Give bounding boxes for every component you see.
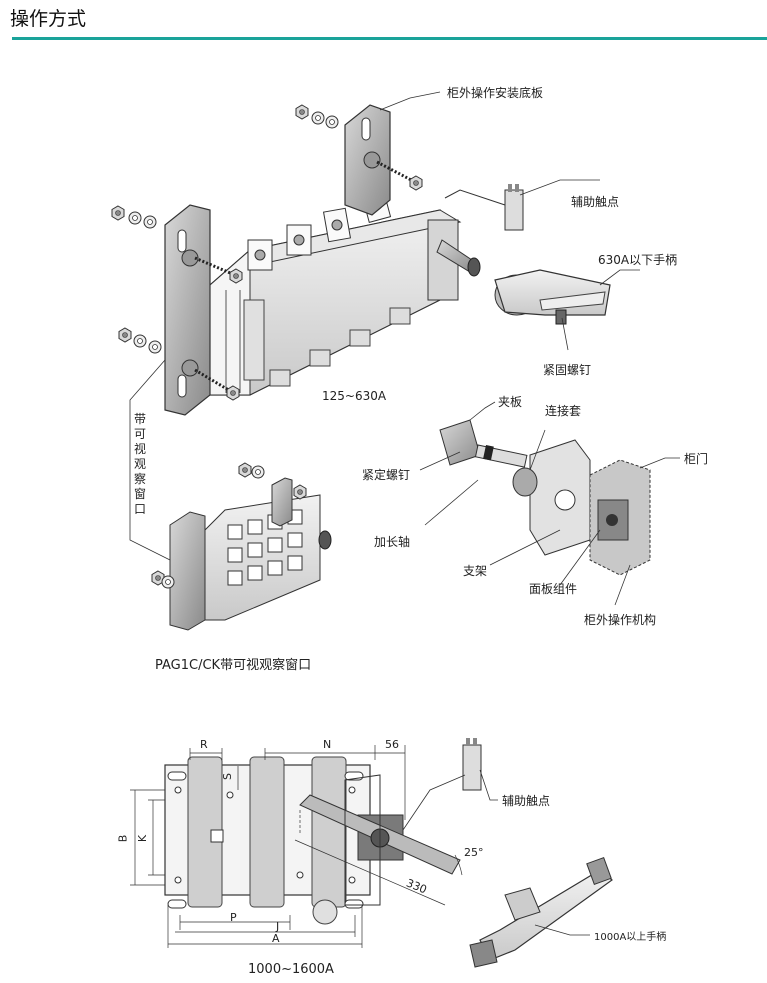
top-mounting-plate	[344, 104, 416, 216]
caption-figure1: PAG1C/CK带可视观察窗口	[155, 658, 312, 673]
label-handle-1000: 1000A以上手柄	[594, 932, 667, 943]
leaders-1b	[419, 401, 680, 606]
label-external-mechanism: 柜外操作机构	[584, 613, 657, 627]
label-rating: 125~630A	[322, 389, 387, 403]
aux-contact-1	[444, 184, 524, 231]
connector-line	[129, 359, 171, 561]
dim-k: K	[136, 834, 150, 843]
label-set-screw: 紧定螺钉	[362, 468, 411, 482]
cabinet-door	[589, 459, 651, 576]
dim-a: A	[272, 932, 280, 945]
switch-body-630	[209, 187, 481, 396]
label-aux-contact: 辅助触点	[571, 195, 620, 209]
label-coupling: 连接套	[545, 404, 582, 418]
dim-s: S	[220, 773, 234, 780]
label-aux-contact-2: 辅助触点	[502, 794, 551, 808]
dim-p: P	[230, 911, 237, 924]
label-fixing-screw: 紧固螺钉	[543, 363, 592, 377]
caption-figure2: 1000~1600A	[248, 962, 334, 977]
label-clamp: 夹板	[498, 395, 523, 409]
switch-front-1600	[164, 756, 461, 925]
label-mounting-plate: 柜外操作安装底板	[447, 86, 544, 100]
title-divider	[12, 37, 767, 40]
handle-630	[494, 269, 611, 325]
aux-contact-2	[402, 738, 498, 831]
label-extension-shaft: 加长轴	[374, 535, 411, 549]
label-panel-assembly: 面板组件	[529, 582, 578, 596]
label-window-vertical: 带可视观察窗口	[133, 412, 146, 516]
dim-b: B	[116, 834, 130, 843]
dim-angle: 25°	[464, 846, 484, 859]
dimension-lines	[130, 745, 463, 948]
dim-j: J	[276, 920, 280, 933]
dim-56: 56	[385, 738, 399, 751]
label-handle-630: 630A以下手柄	[598, 253, 678, 267]
handle-1000	[469, 856, 613, 968]
extension-shaft	[439, 419, 528, 468]
dim-n: N	[323, 738, 332, 751]
page-title: 操作方式	[10, 8, 87, 30]
left-mounting-plate	[164, 204, 211, 416]
label-cabinet-door: 柜门	[684, 452, 709, 466]
window-switch	[169, 477, 332, 631]
dim-r: R	[200, 738, 208, 751]
label-bracket: 支架	[463, 564, 488, 578]
leaders-1	[379, 91, 640, 351]
bolts-left	[194, 256, 236, 394]
